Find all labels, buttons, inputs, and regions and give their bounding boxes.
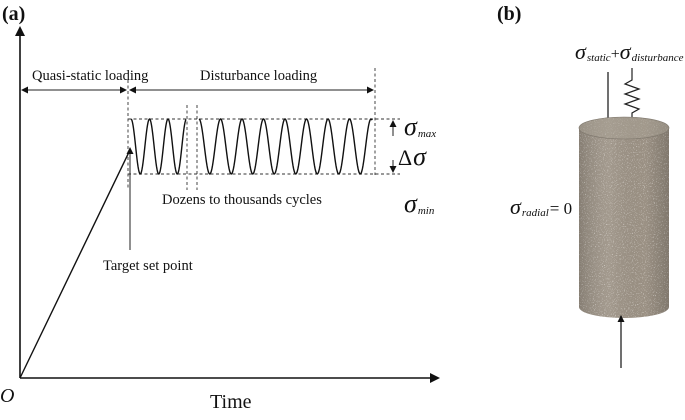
delta-sigma-label: Δσ xyxy=(398,142,427,171)
cyclic-wave-segment-2 xyxy=(198,118,373,175)
origin-label: O xyxy=(0,385,14,407)
disturbance-label: Disturbance loading xyxy=(200,68,317,84)
x-axis-label: Time xyxy=(210,391,252,413)
quasi-static-ramp xyxy=(19,149,131,379)
rock-specimen xyxy=(578,116,670,318)
panel-a-label: (a) xyxy=(2,3,25,25)
quasi-static-label: Quasi-static loading xyxy=(32,68,148,84)
axial-load-label: σstatic+σdisturbance xyxy=(575,39,684,64)
cycles-label: Dozens to thousands cycles xyxy=(162,192,322,208)
target-label: Target set point xyxy=(103,258,193,274)
sigma-min-label: σmin xyxy=(404,189,435,218)
cyclic-wave-segment-1 xyxy=(130,118,187,175)
radial-stress-label: σradial= 0 xyxy=(510,194,572,219)
disturbance-spring-icon xyxy=(623,68,641,126)
sigma-max-label: σmax xyxy=(404,112,436,141)
panel-b-label: (b) xyxy=(497,3,521,25)
